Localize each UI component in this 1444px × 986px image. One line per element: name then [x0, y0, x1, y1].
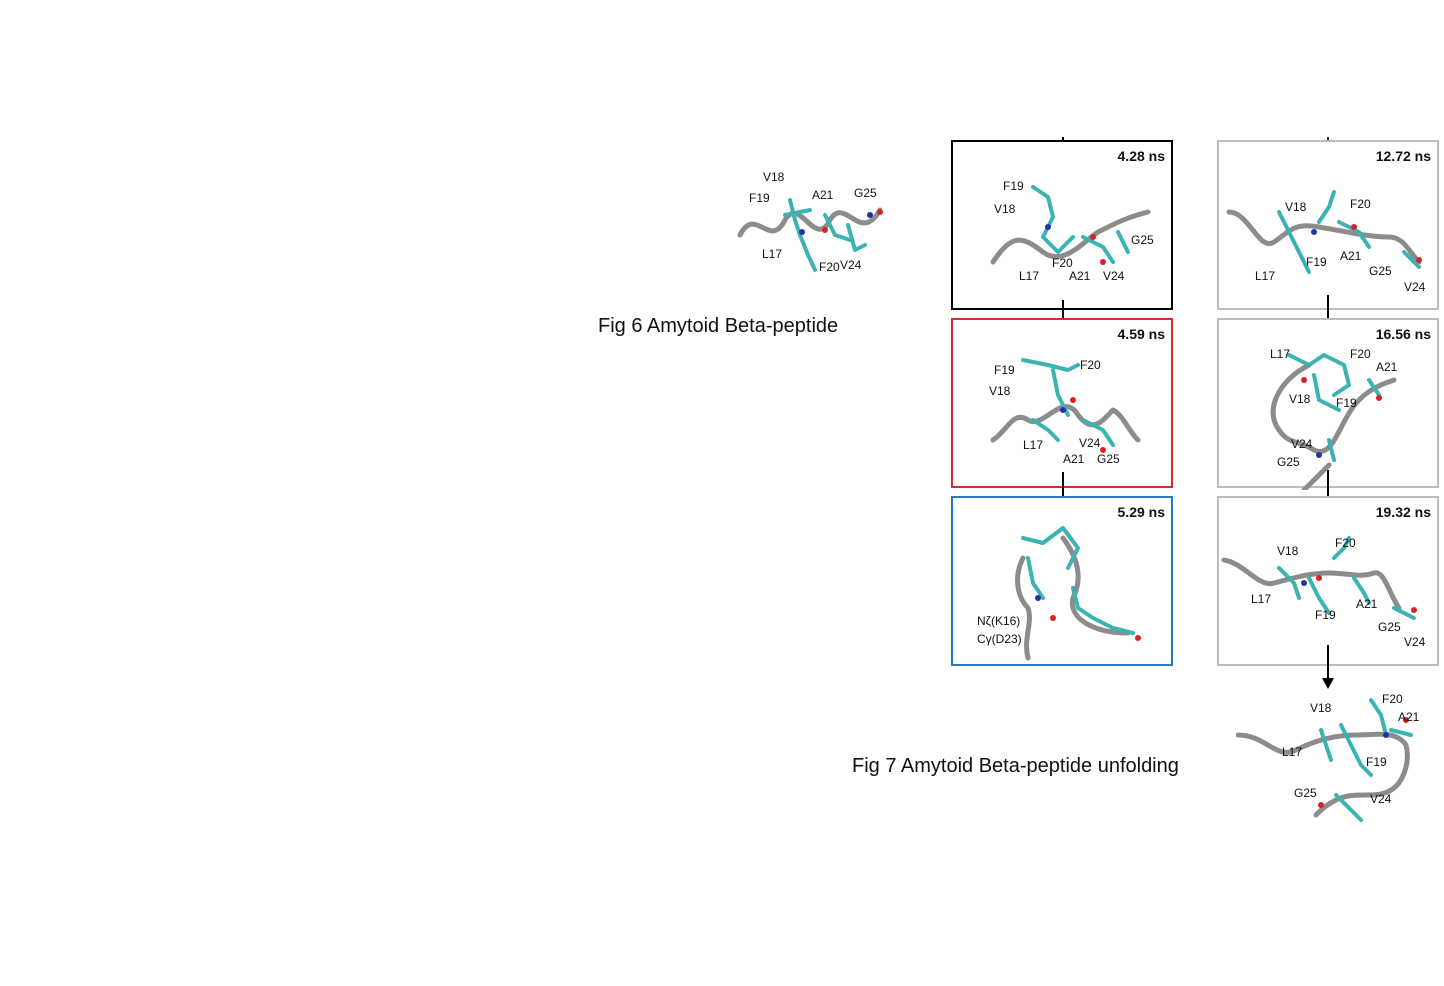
helix-label: V24: [840, 258, 862, 272]
residue-label: F19: [1003, 179, 1024, 193]
residue-label: Nζ(K16): [977, 614, 1021, 628]
residue-label: F19: [994, 363, 1015, 377]
residue-label: V18: [1285, 200, 1307, 214]
residue-label: G25: [1369, 264, 1392, 278]
residue-label: V24: [1291, 437, 1313, 451]
residue-label: F20: [1350, 197, 1371, 211]
frame-time: 4.28 ns: [1117, 148, 1165, 164]
residue-label: F20: [1350, 347, 1371, 361]
residue-label: V24: [1370, 792, 1392, 806]
residue-label: V18: [1310, 701, 1332, 715]
residue-label: F19: [1315, 608, 1336, 622]
residue-label: V24: [1079, 436, 1101, 450]
residue-label: L17: [1255, 269, 1276, 283]
residue-label: A21: [1340, 249, 1362, 263]
frame-12-72ns: 12.72 ns V18 F20 L17 F19 A21 G25 V24: [1217, 140, 1439, 310]
residue-label: L17: [1270, 347, 1291, 361]
residue-label: F19: [1366, 755, 1387, 769]
residue-label: V18: [989, 384, 1011, 398]
residue-label: G25: [1294, 786, 1317, 800]
residue-label: G25: [1097, 452, 1120, 466]
residue-label: L17: [1019, 269, 1040, 283]
residue-label: F20: [1052, 256, 1073, 270]
helix-label: A21: [812, 188, 834, 202]
residue-label: V18: [994, 202, 1016, 216]
residue-label: G25: [1277, 455, 1300, 469]
residue-label: V24: [1404, 635, 1426, 649]
figure-7-caption: Fig 7 Amytoid Beta-peptide unfolding: [852, 755, 1179, 777]
helix-label: G25: [854, 186, 877, 200]
frame-time: 4.59 ns: [1117, 326, 1165, 342]
residue-label: F19: [1306, 255, 1327, 269]
helix-label: V18: [763, 170, 785, 184]
figure-6-caption: Fig 6 Amytoid Beta-peptide: [598, 315, 839, 337]
frame-5-29ns: 5.29 ns Nζ(K16) Cγ(D23): [951, 496, 1173, 666]
residue-label: L17: [1023, 438, 1044, 452]
frame-time: 12.72 ns: [1375, 148, 1431, 164]
helix-structure: [737, 198, 883, 272]
residue-label: F20: [1382, 692, 1403, 706]
helix-label: F19: [749, 191, 770, 205]
frame-4-28ns: 4.28 ns F19 V18 L17 F20 A21 V24 G25: [951, 140, 1173, 310]
residue-label: Cγ(D23): [977, 632, 1022, 646]
helix-label: L17: [762, 247, 783, 261]
frame-16-56ns: 16.56 ns L17 F20 A21 V18 F19 V24 G25: [1217, 318, 1439, 490]
helix-label: F20: [819, 260, 840, 274]
residue-label: F19: [1336, 396, 1357, 410]
residue-label: L17: [1251, 592, 1272, 606]
residue-label: A21: [1063, 452, 1085, 466]
frame-time: 19.32 ns: [1375, 504, 1431, 520]
residue-label: V18: [1289, 392, 1311, 406]
frame-time: 5.29 ns: [1117, 504, 1165, 520]
residue-label: A21: [1069, 269, 1091, 283]
residue-label: V24: [1103, 269, 1125, 283]
final-structure: [1236, 698, 1413, 822]
residue-label: V24: [1404, 280, 1426, 294]
residue-label: G25: [1131, 233, 1154, 247]
residue-label: A21: [1376, 360, 1398, 374]
arrow-down: [1322, 645, 1334, 689]
residue-label: G25: [1378, 620, 1401, 634]
residue-label: A21: [1356, 597, 1378, 611]
residue-label: L17: [1282, 745, 1303, 759]
residue-label: F20: [1335, 536, 1356, 550]
frame-time: 16.56 ns: [1375, 326, 1431, 342]
residue-label: V18: [1277, 544, 1299, 558]
residue-label: A21: [1398, 710, 1420, 724]
frame-4-59ns: 4.59 ns F19 F20 V18 L17 V24 A21 G25: [951, 318, 1173, 488]
frame-19-32ns: 19.32 ns V18 F20 L17 A21 F19 G25 V24: [1217, 496, 1439, 666]
residue-label: F20: [1080, 358, 1101, 372]
